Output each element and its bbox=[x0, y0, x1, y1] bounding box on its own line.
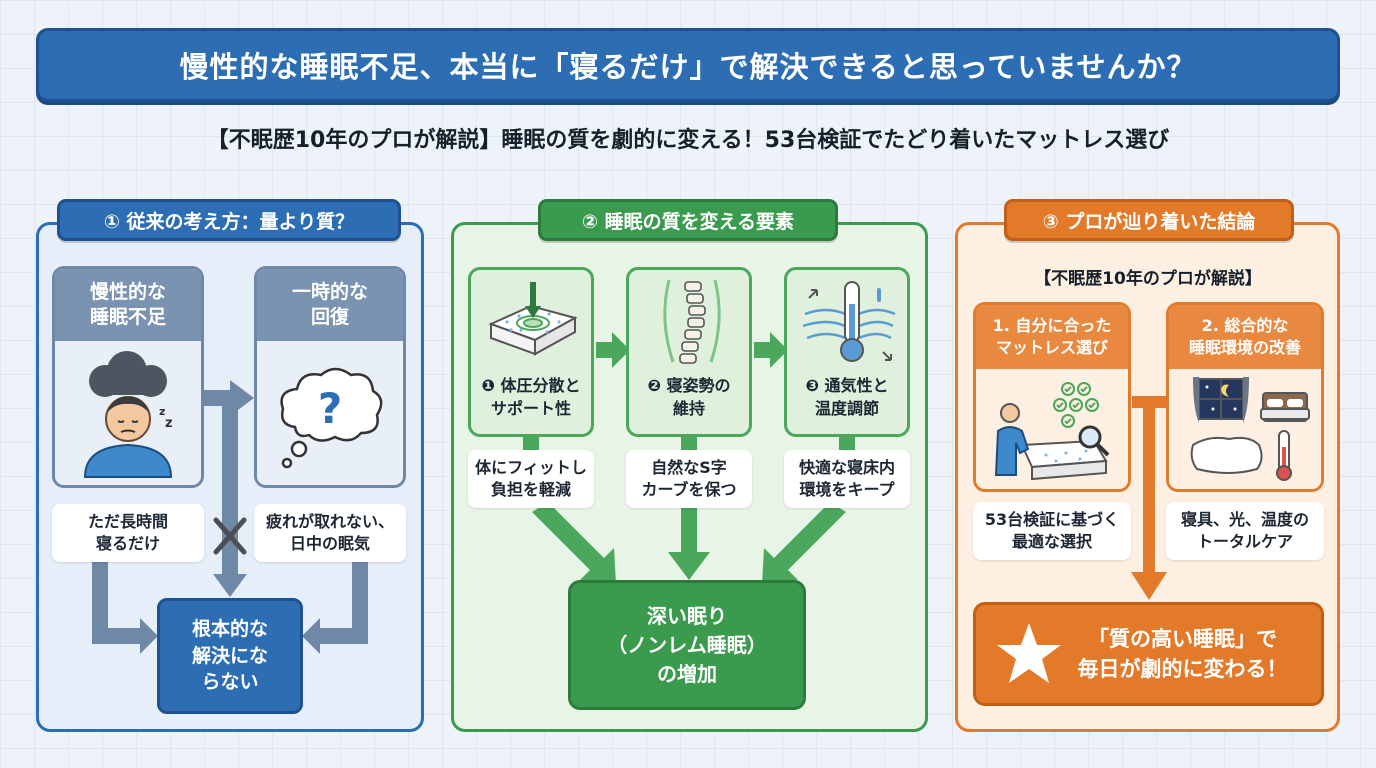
result-deep-sleep-increase: 深い眠り （ノンレム睡眠） の増加 bbox=[568, 580, 806, 710]
card-title: 1. 自分に合った マットレス選び bbox=[976, 305, 1128, 369]
svg-text:?: ? bbox=[318, 384, 342, 433]
note-fatigue-daytime-sleepiness: 疲れが取れない、 日中の眠気 bbox=[254, 504, 406, 562]
tag-section-2: ② 睡眠の質を変える要素 bbox=[538, 199, 838, 241]
tired-person-cloud-icon: z z bbox=[83, 351, 173, 478]
svg-text:z: z bbox=[159, 405, 165, 418]
card-title: 2. 総合的な 睡眠環境の改善 bbox=[1169, 305, 1321, 369]
conclusion-subtitle: 【不眠歴10年のプロが解説】 bbox=[1034, 268, 1262, 289]
note-just-sleep-long: ただ長時間 寝るだけ bbox=[52, 504, 204, 562]
spine-icon bbox=[663, 279, 721, 364]
card-choose-mattress: 1. 自分に合った マットレス選び bbox=[973, 302, 1131, 492]
note-natural-s-curve: 自然なS字 カーブを保つ bbox=[626, 450, 752, 508]
question-thought-icon: ? bbox=[280, 367, 383, 469]
factor-card-pressure-support: ❶ 体圧分散と サポート性 bbox=[468, 267, 594, 437]
card-temporary-recovery: 一時的な 回復 ? bbox=[254, 266, 406, 488]
title-banner: 慢性的な睡眠不足、本当に「寝るだけ」で解決できると思っていませんか？ bbox=[36, 28, 1340, 102]
card-title: 慢性的な 睡眠不足 bbox=[55, 269, 201, 341]
note-comfortable-bed-environment: 快適な寝床内 環境をキープ bbox=[784, 450, 910, 508]
tag-section-1: ① 従来の考え方：量より質？ bbox=[57, 199, 401, 241]
factor-card-ventilation: ❸ 通気性と 温度調節 bbox=[784, 267, 910, 437]
note-total-care: 寝具、光、温度の トータルケア bbox=[1166, 502, 1324, 560]
star-icon bbox=[997, 623, 1061, 683]
person-inspecting-mattress-icon bbox=[994, 382, 1110, 481]
card-chronic-sleep-deprivation: 慢性的な 睡眠不足 z z bbox=[52, 266, 204, 488]
factor-label: ❷ 寝姿勢の 維持 bbox=[647, 376, 731, 419]
thermometer-airflow-icon bbox=[802, 281, 896, 362]
factor-card-posture: ❷ 寝姿勢の 維持 bbox=[626, 267, 752, 437]
result-not-fundamental-solution: 根本的な 解決にな らない bbox=[157, 598, 303, 714]
bedroom-environment-icon bbox=[1190, 377, 1310, 481]
svg-text:z: z bbox=[165, 416, 173, 431]
result-quality-sleep-changes-life: 「質の高い睡眠」で 毎日が劇的に変わる！ bbox=[973, 602, 1324, 706]
note-based-on-53-tests: 53台検証に基づく 最適な選択 bbox=[973, 502, 1131, 560]
note-fit-reduce-burden: 体にフィットし 負担を軽減 bbox=[468, 450, 594, 508]
page-title: 慢性的な睡眠不足、本当に「寝るだけ」で解決できると思っていませんか？ bbox=[179, 50, 1197, 84]
mattress-pressure-icon bbox=[488, 282, 578, 356]
card-improve-sleep-environment: 2. 総合的な 睡眠環境の改善 bbox=[1166, 302, 1324, 492]
tag-section-3: ③ プロが辿り着いた結論 bbox=[1004, 199, 1294, 241]
factor-label: ❸ 通気性と 温度調節 bbox=[805, 376, 889, 419]
factor-label: ❶ 体圧分散と サポート性 bbox=[481, 376, 581, 419]
card-title: 一時的な 回復 bbox=[257, 269, 403, 341]
page-subtitle: 【不眠歴10年のプロが解説】睡眠の質を劇的に変える！53台検証でたどり着いたマッ… bbox=[206, 128, 1170, 153]
